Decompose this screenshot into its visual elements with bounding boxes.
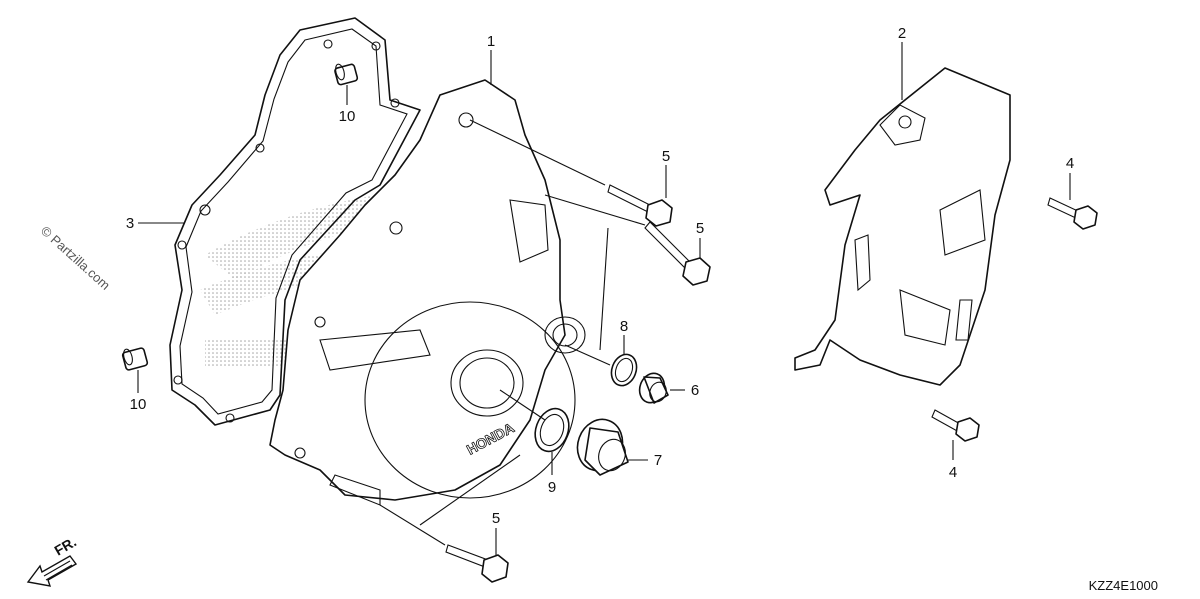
- callout-4-lower: 4: [949, 464, 957, 481]
- callout-5-middle: 5: [696, 220, 704, 237]
- bolt-4-upper[interactable]: [1047, 197, 1098, 230]
- bolt-5-lower[interactable]: [445, 544, 509, 583]
- callout-9: 9: [548, 479, 556, 496]
- bolt-5-upper[interactable]: [607, 184, 673, 227]
- callout-labels: 1 2 3 4 4 5 5 5 6 7 8 9 10 10: [126, 25, 1074, 527]
- leader-lines: [137, 42, 1071, 556]
- front-direction-label: FR.: [52, 533, 80, 558]
- dowel-pin-upper[interactable]: [334, 63, 359, 86]
- cap-part-7[interactable]: [570, 413, 629, 477]
- callout-10-upper: 10: [339, 108, 356, 125]
- callout-5-upper: 5: [662, 148, 670, 165]
- callout-10-lower: 10: [130, 396, 147, 413]
- cap-part-6[interactable]: [636, 370, 669, 406]
- callout-1: 1: [487, 33, 495, 50]
- callout-5-lower: 5: [492, 510, 500, 527]
- callout-6: 6: [691, 382, 699, 399]
- left-crankcase-cover-part-1[interactable]: HONDA: [269, 79, 586, 506]
- diagram-code: KZZ4E1000: [1089, 578, 1158, 593]
- watermark-text: © Partzilla.com: [38, 223, 113, 293]
- o-ring-part-8[interactable]: [607, 351, 640, 389]
- callout-3: 3: [126, 215, 134, 232]
- sprocket-cover-part-2[interactable]: [794, 67, 1011, 386]
- callout-7: 7: [654, 452, 662, 469]
- callout-8: 8: [620, 318, 628, 335]
- dowel-pin-lower[interactable]: [121, 347, 149, 371]
- bolt-4-lower[interactable]: [931, 409, 980, 442]
- o-ring-part-9[interactable]: [529, 404, 574, 456]
- callout-2: 2: [898, 25, 906, 42]
- front-direction-arrow: FR.: [26, 533, 80, 587]
- callout-4-upper: 4: [1066, 155, 1074, 172]
- gasket-part-3[interactable]: [169, 17, 421, 426]
